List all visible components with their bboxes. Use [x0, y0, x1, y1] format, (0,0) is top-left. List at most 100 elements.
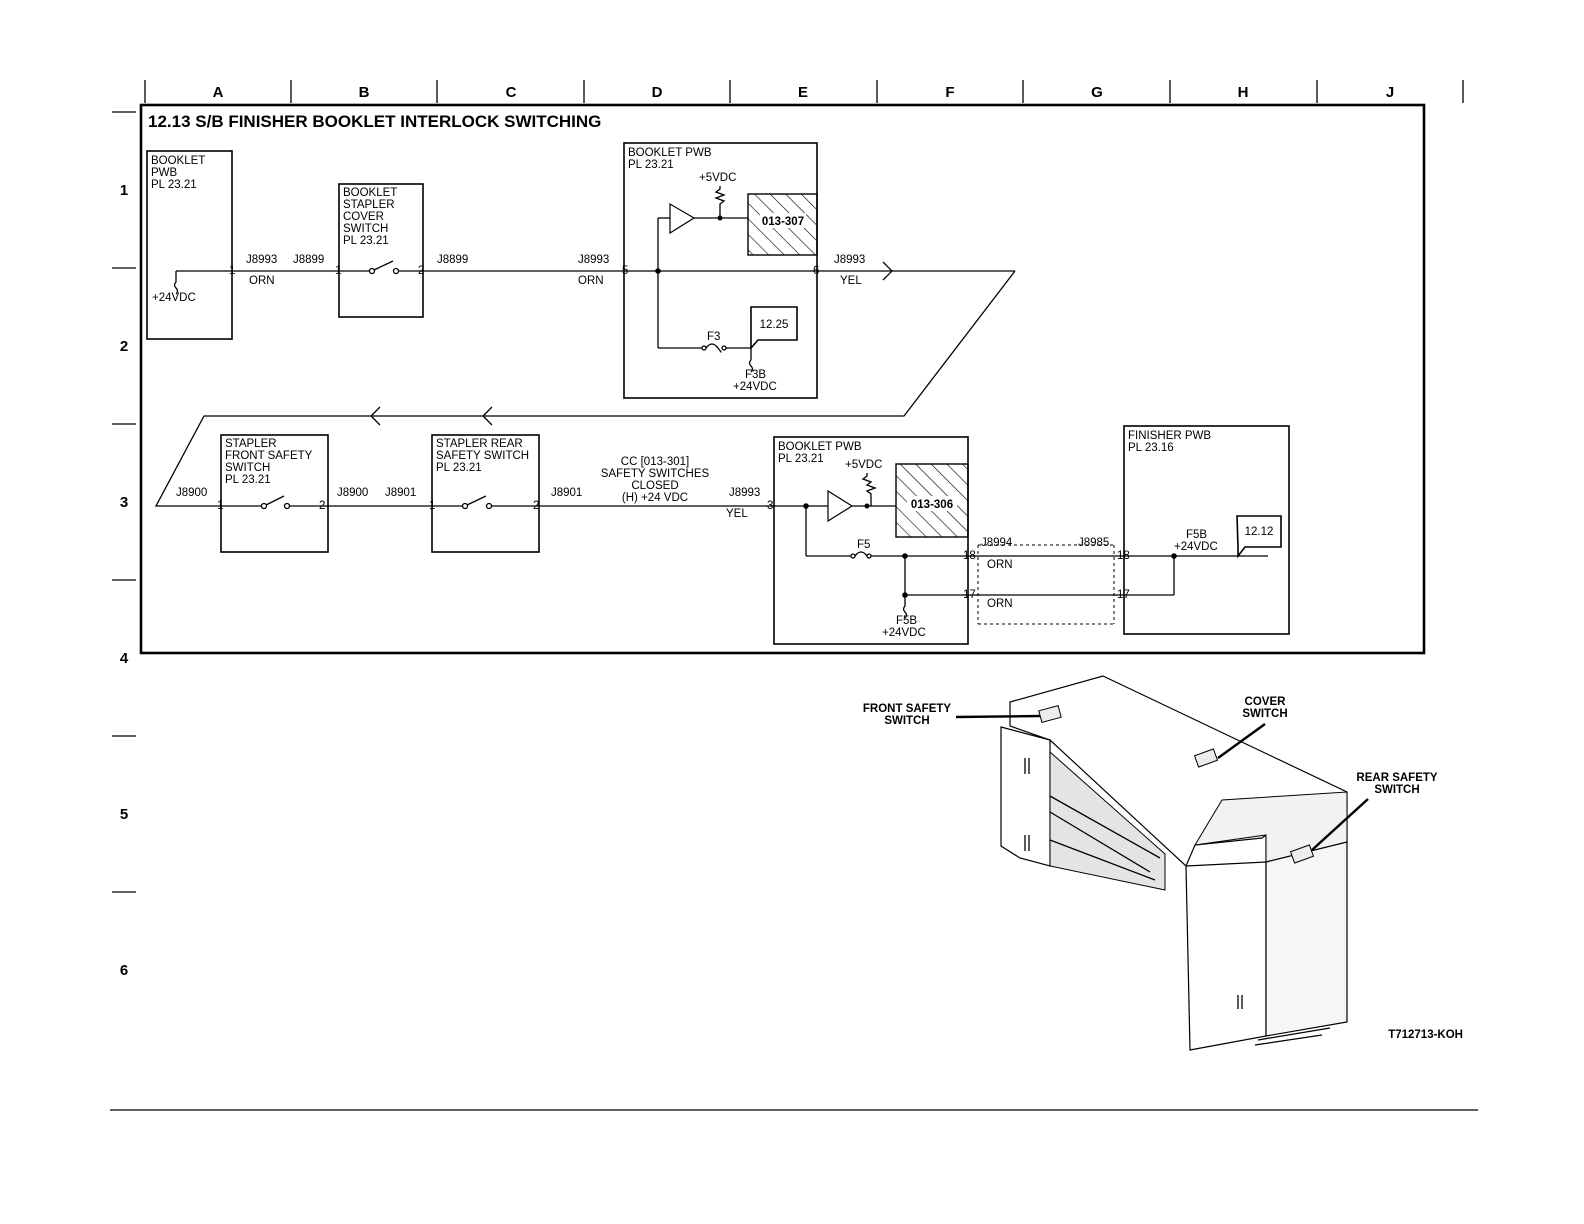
wire-color-label: ORN: [249, 275, 275, 287]
reference-callout: [1236, 515, 1282, 559]
component-label: PL 23.21: [628, 159, 674, 171]
state-note: SAFETY SWITCHES: [601, 468, 710, 480]
booklet-pwb-left-box: [146, 150, 233, 340]
connector-label: J8993: [834, 254, 865, 266]
callout-rear-safety-switch: SWITCH: [1374, 784, 1419, 796]
voltage-label: +24VDC: [882, 627, 926, 639]
component-label: SWITCH: [225, 462, 270, 474]
component-label: PWB: [151, 167, 178, 179]
component-label: PL 23.21: [225, 474, 271, 486]
component-label: SWITCH: [343, 223, 388, 235]
diagram-frame: [139, 103, 1426, 655]
connector-label: J8994: [981, 537, 1013, 549]
connector-label: J8993: [578, 254, 609, 266]
cover-switch-marker: [1193, 748, 1219, 768]
row-label: 5: [120, 806, 128, 823]
rear-safety-switch-marker: [1289, 844, 1315, 864]
component-label: PL 23.21: [151, 179, 197, 191]
finisher-illustration: [955, 675, 1369, 1051]
connector-label: J8901: [385, 487, 416, 499]
connector-label: J8901: [551, 487, 582, 499]
reference-label: 12.12: [1245, 526, 1274, 538]
component-label: SAFETY SWITCH: [436, 450, 529, 462]
buffer-symbol: [827, 489, 854, 523]
connector-label: J8993: [729, 487, 760, 499]
component-label: PL 23.21: [778, 453, 824, 465]
row-label: 6: [120, 962, 128, 979]
pin-label: 2: [533, 500, 539, 512]
wire-color-label: ORN: [578, 275, 604, 287]
row-label: 2: [120, 338, 128, 355]
pin-label: 2: [319, 500, 325, 512]
component-label: FINISHER PWB: [1128, 430, 1211, 442]
voltage-label: +24VDC: [152, 292, 196, 304]
column-label: H: [1238, 84, 1249, 101]
pin-label: 6: [813, 265, 819, 277]
pin-label: 3: [767, 500, 773, 512]
ground-symbol: [173, 271, 179, 295]
callout-rear-safety-switch: REAR SAFETY: [1356, 772, 1437, 784]
component-label: PL 23.21: [436, 462, 482, 474]
connector-label: J8900: [176, 487, 207, 499]
voltage-label: +24VDC: [733, 381, 777, 393]
fault-code-label: 013-307: [762, 216, 804, 228]
state-note: CC [013-301]: [621, 456, 689, 468]
column-label: F: [945, 84, 954, 101]
figure-id: T712713-KOH: [1388, 1029, 1463, 1041]
state-note: CLOSED: [631, 480, 678, 492]
switch-symbol: [432, 495, 539, 510]
connector-label: J8899: [437, 254, 468, 266]
column-label: E: [798, 84, 808, 101]
wire-color-label: ORN: [987, 598, 1013, 610]
component-label: PL 23.16: [1128, 442, 1174, 454]
voltage-label: +5VDC: [699, 172, 736, 184]
front-safety-switch-box: [220, 434, 329, 553]
callout-front-safety-switch: SWITCH: [884, 715, 929, 727]
page-title: 12.13 S/B FINISHER BOOKLET INTERLOCK SWI…: [148, 112, 601, 131]
pin-label: 2: [418, 265, 424, 277]
fuse-symbol: [705, 343, 722, 353]
voltage-label: +24VDC: [1174, 541, 1218, 553]
column-label: D: [652, 84, 663, 101]
component-label: BOOKLET PWB: [778, 441, 862, 453]
row-label: 4: [120, 650, 129, 667]
column-label: J: [1386, 84, 1394, 101]
state-note: (H) +24 VDC: [622, 492, 688, 504]
column-label: A: [213, 84, 224, 101]
component-label: BOOKLET: [151, 155, 205, 167]
row-label: 1: [120, 182, 128, 199]
connector-label: J8899: [293, 254, 324, 266]
component-label: PL 23.21: [343, 235, 389, 247]
fuse-label: F3B: [745, 369, 766, 381]
rear-safety-switch-box: [431, 434, 540, 553]
callout-cover-switch: SWITCH: [1242, 708, 1287, 720]
callout-front-safety-switch: FRONT SAFETY: [863, 703, 951, 715]
fuse-label: F5B: [896, 615, 917, 627]
column-label: G: [1091, 84, 1103, 101]
fuse-symbol: [854, 551, 868, 557]
fuse-label: F3: [707, 331, 720, 343]
voltage-label: +5VDC: [845, 459, 882, 471]
connector-label: J8900: [337, 487, 368, 499]
switch-symbol: [221, 495, 328, 510]
component-label: COVER: [343, 211, 384, 223]
component-label: STAPLER: [343, 199, 395, 211]
component-label: BOOKLET PWB: [628, 147, 712, 159]
connector-label: J8993: [246, 254, 277, 266]
fuse-label: F5: [857, 539, 870, 551]
column-label: B: [359, 84, 370, 101]
connector-label: J8985: [1078, 537, 1109, 549]
wire-color-label: ORN: [987, 559, 1013, 571]
callout-cover-switch: COVER: [1245, 696, 1287, 708]
switch-symbol: [339, 260, 423, 275]
component-label: BOOKLET: [343, 187, 397, 199]
reference-callout: [750, 306, 798, 351]
wire-color-label: YEL: [840, 275, 862, 287]
buffer-symbol: [669, 202, 696, 235]
booklet-pwb-bottom-box: [773, 436, 969, 645]
front-safety-switch-marker: [1038, 705, 1062, 723]
component-label: FRONT SAFETY: [225, 450, 313, 462]
fuse-label: F5B: [1186, 529, 1207, 541]
fault-code-label: 013-306: [911, 499, 953, 511]
